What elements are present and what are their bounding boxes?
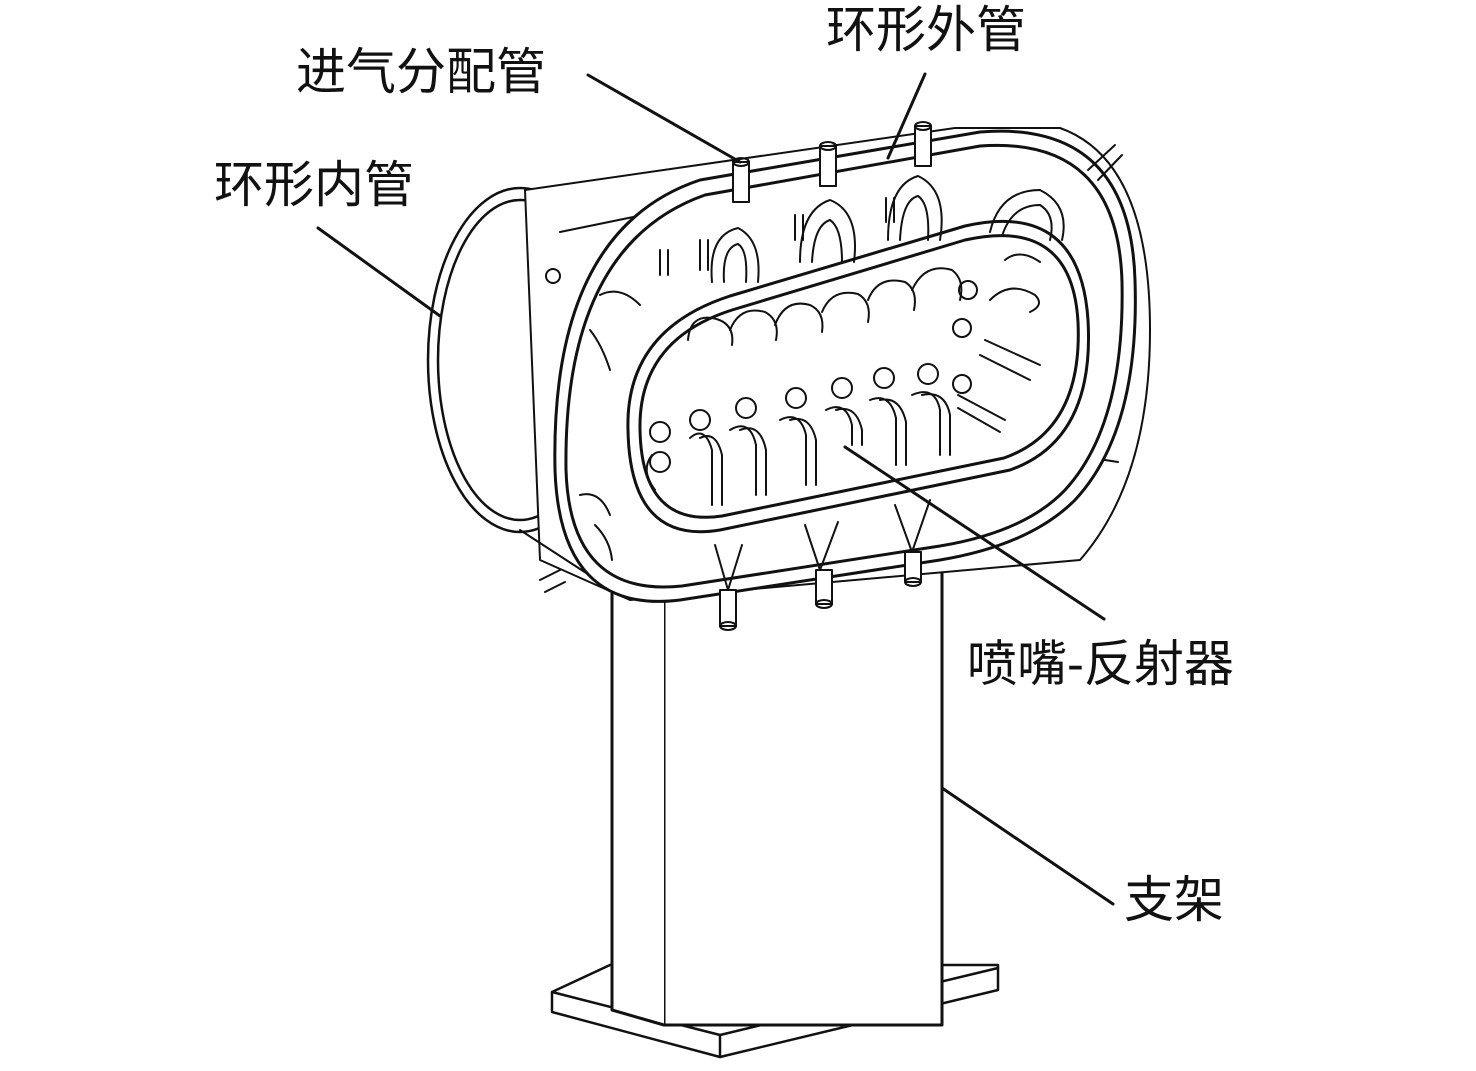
leader-inner-ring xyxy=(316,226,442,318)
side-nozzles xyxy=(545,268,641,561)
support-column xyxy=(610,518,944,1027)
label-nozzle-reflector: 喷嘴-反射器 xyxy=(967,635,1234,693)
inner-ring-front xyxy=(626,219,1091,534)
upper-nozzle-loops xyxy=(687,253,1041,381)
leader-lines xyxy=(316,72,1115,906)
label-inlet-distribution-pipe: 进气分配管 xyxy=(296,43,546,101)
upper-nozzle-bends xyxy=(659,175,1065,283)
inlet-pipes-bottom xyxy=(714,499,931,631)
leader-support xyxy=(940,786,1115,906)
label-inner-ring-pipe: 环形内管 xyxy=(214,156,414,214)
leader-inlet-pipe xyxy=(586,73,742,164)
label-outer-ring-pipe: 环形外管 xyxy=(826,1,1026,59)
lower-nozzle-row xyxy=(645,363,1006,506)
leader-outer-ring xyxy=(886,72,927,160)
label-support-frame: 支架 xyxy=(1124,871,1224,929)
leader-nozzle xyxy=(843,445,1106,621)
inlet-pipes-top xyxy=(539,121,1123,593)
